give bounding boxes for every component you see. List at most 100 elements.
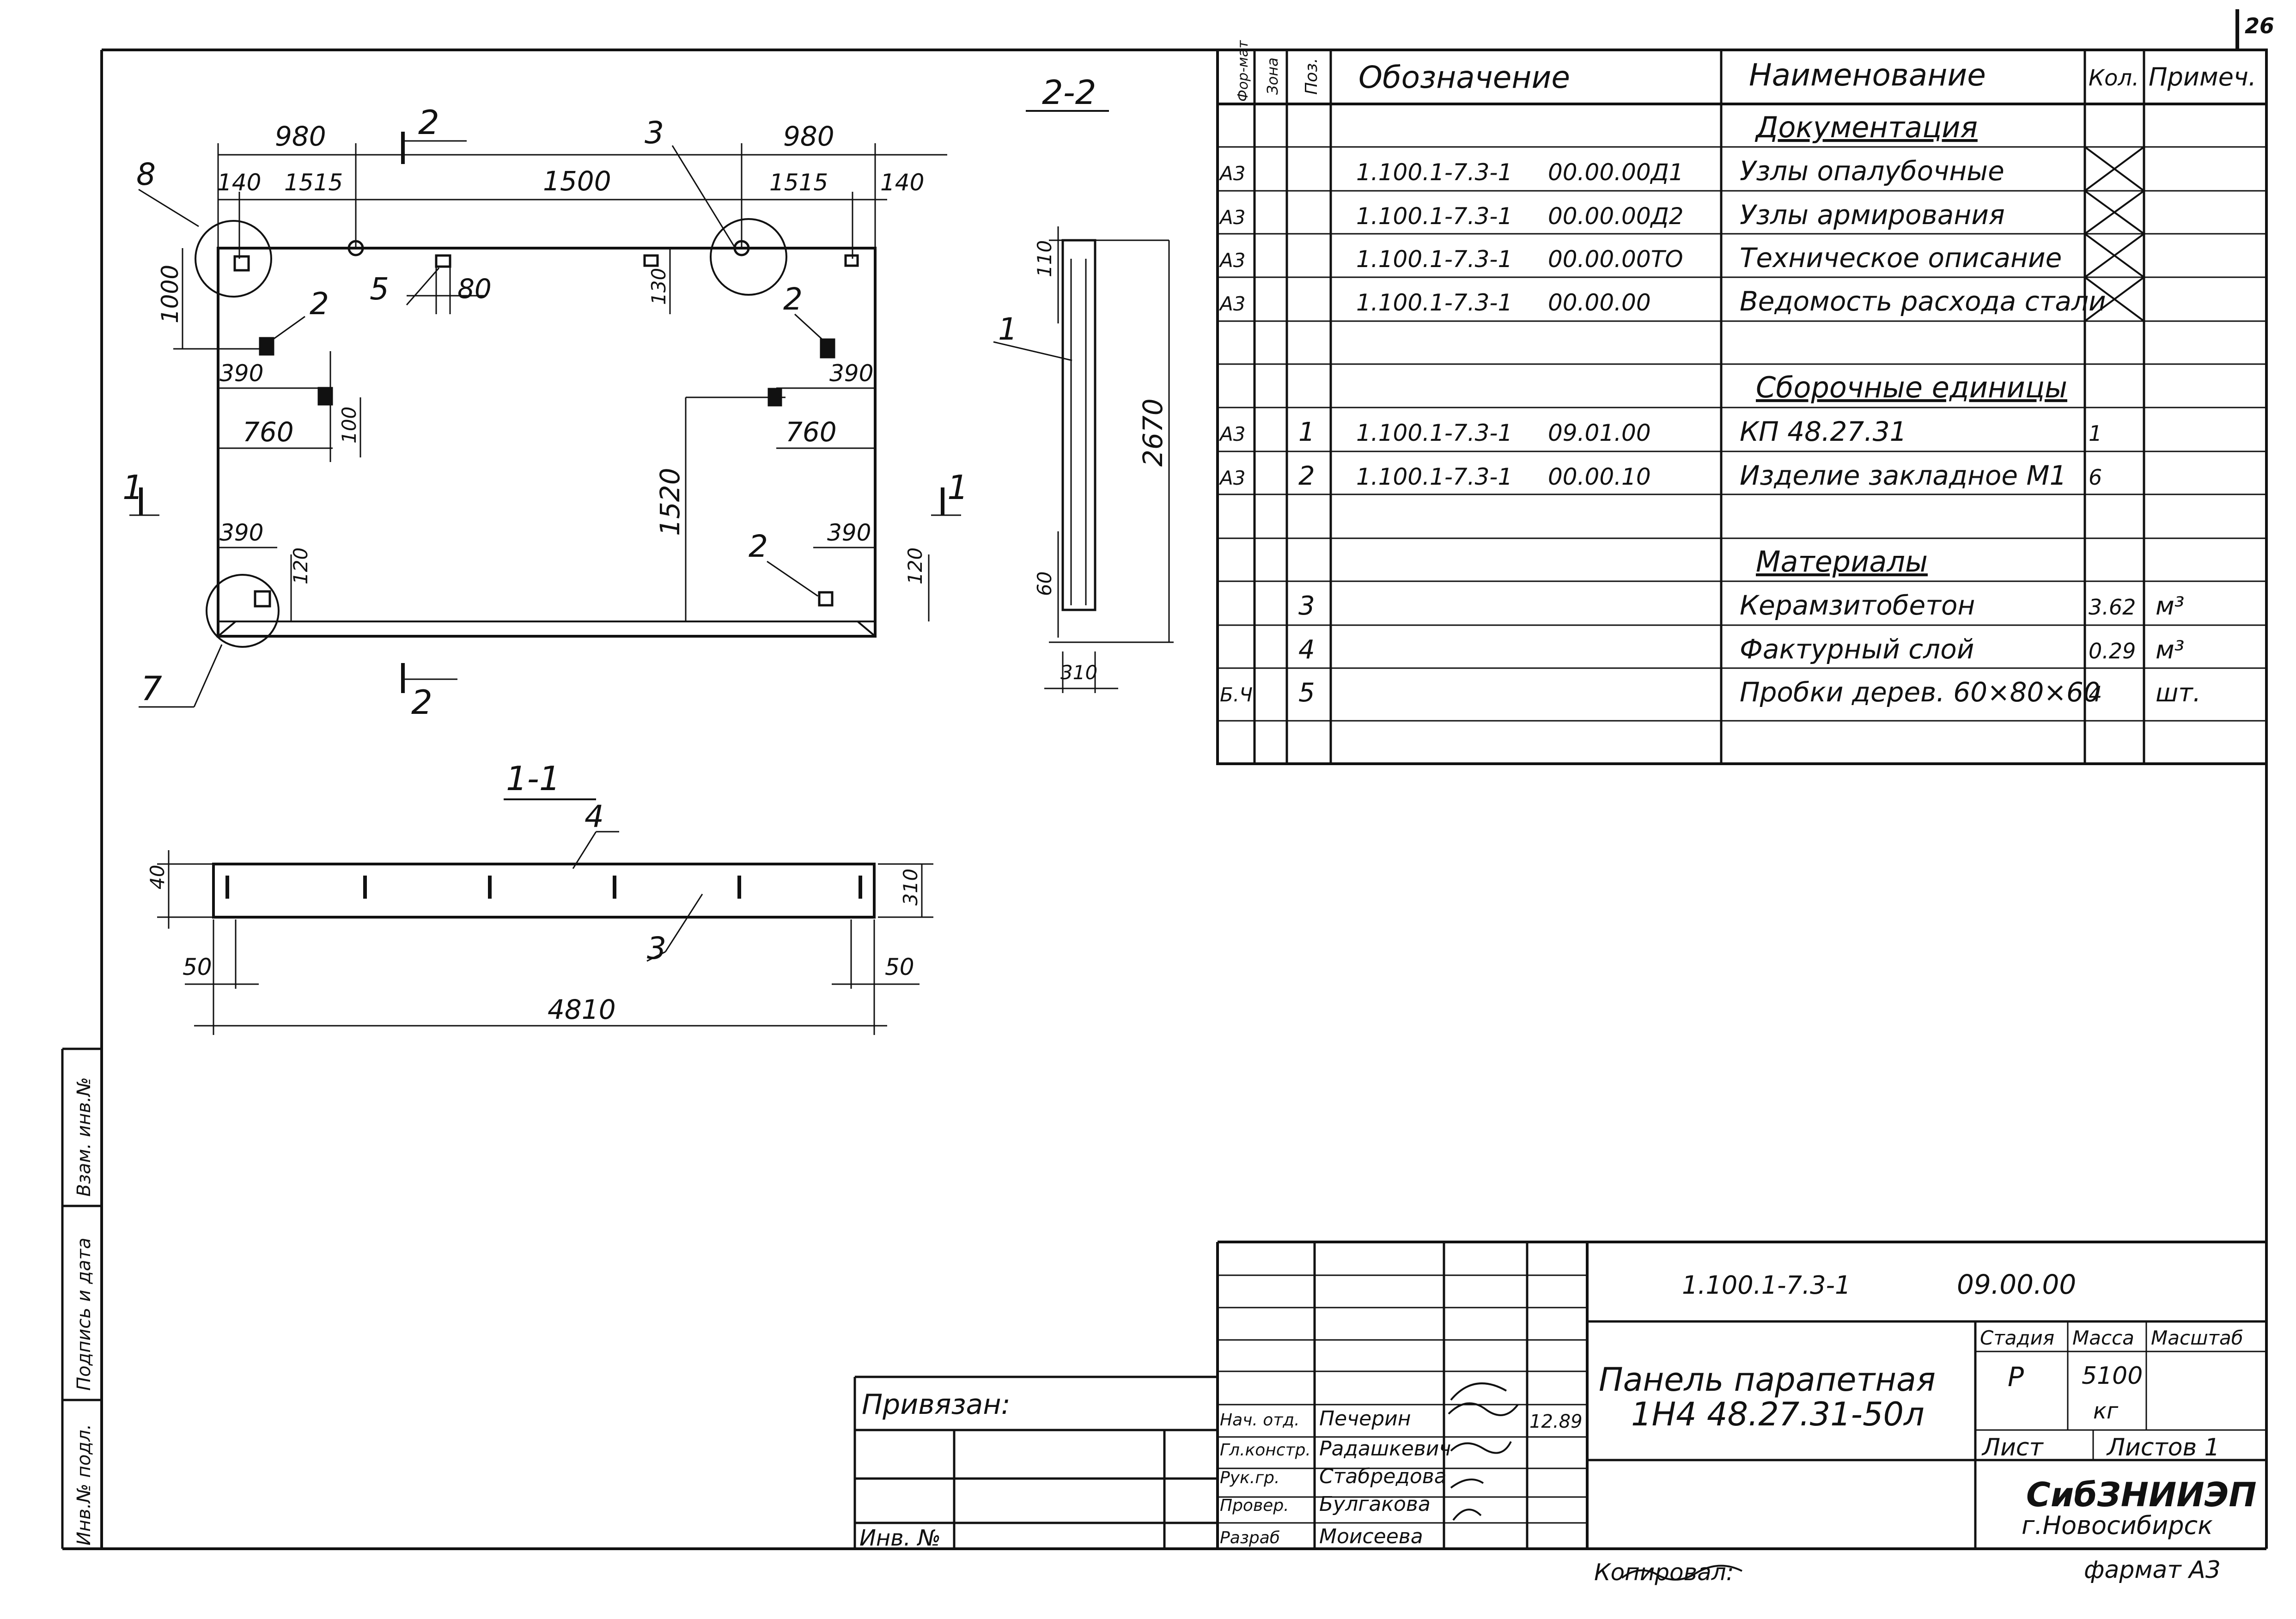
dim-50-right: 50	[885, 954, 914, 980]
callout-2-lower: 2	[749, 529, 768, 564]
org-name: СибЗНИИЭП	[2026, 1475, 2257, 1514]
side-stamp-replaced-inv: Взам. инв.№	[73, 1077, 95, 1197]
spec-section-title: Материалы	[1756, 545, 1928, 578]
signer-name: Радашкевич	[1319, 1437, 1451, 1461]
spec-cell-format: Б.Ч	[1220, 683, 1253, 706]
sheets-label: Листов 1	[2106, 1434, 2220, 1461]
spec-cell-pos: 5	[1298, 678, 1315, 708]
view-1-1-label: 1-1	[506, 759, 560, 798]
sign-date: 12.89	[1529, 1411, 1583, 1432]
mass-label: Масса	[2072, 1327, 2134, 1349]
spec-cell-format: А3	[1218, 423, 1245, 445]
callout-1-side: 1	[998, 311, 1017, 347]
dim-1500: 1500	[543, 165, 611, 197]
cut-mark-1-right: 1	[947, 468, 968, 507]
spec-cell-format: А3	[1218, 467, 1245, 489]
dim-980-left: 980	[275, 121, 326, 152]
spec-cell-code2: 00.00.00Д2	[1548, 203, 1684, 230]
spec-cell-code: 1.100.1-7.3-1	[1356, 463, 1512, 490]
spec-cell-qty: 0.29	[2089, 639, 2136, 663]
spec-cell-code: 1.100.1-7.3-1	[1356, 203, 1512, 230]
doc-code: 1.100.1-7.3-1	[1682, 1271, 1851, 1300]
spec-section-title: Сборочные единицы	[1756, 371, 2067, 404]
spec-cell-note: шт.	[2156, 678, 2201, 707]
dim-760-right: 760	[786, 416, 837, 448]
spec-cell-code2: 00.00.00ТО	[1548, 246, 1683, 273]
signer-role: Гл.констр.	[1220, 1441, 1311, 1460]
inv-no-label: Инв. №	[859, 1525, 941, 1551]
title-line-2: 1Н4 48.27.31-50л	[1631, 1395, 1924, 1433]
signer-role: Разраб	[1220, 1528, 1280, 1547]
dim-390-upper-right: 390	[829, 360, 873, 387]
spec-cell-name: Изделие закладное М1	[1740, 460, 2067, 491]
spec-cell-pos: 1	[1298, 417, 1315, 447]
side-stamp-sign-date: Подпись и дата	[73, 1238, 95, 1391]
spec-cell-code2: 00.00.10	[1548, 463, 1651, 490]
signer-name: Стабредова	[1319, 1465, 1447, 1488]
sheet-number: 26	[2245, 13, 2274, 38]
copied-label: Копировал:	[1594, 1559, 1734, 1586]
dim-310-side: 310	[1060, 661, 1097, 684]
spec-cell-pos: 4	[1298, 635, 1315, 665]
spec-cell-name: Ведомость расхода стали	[1740, 286, 2106, 317]
spec-cell-code: 1.100.1-7.3-1	[1356, 289, 1512, 316]
spec-cell-qty: 1	[2089, 421, 2102, 446]
dim-140-right: 140	[880, 169, 924, 196]
spec-cell-name: Керамзитобетон	[1740, 590, 1975, 621]
dim-2670: 2670	[1137, 398, 1169, 467]
signer-name: Печерин	[1319, 1407, 1411, 1430]
dim-390-lower-right: 390	[827, 519, 871, 546]
callout-8: 8	[136, 157, 156, 192]
dim-1515-right: 1515	[769, 169, 828, 196]
signer-role: Провер.	[1220, 1496, 1289, 1515]
signer-role: Нач. отд.	[1220, 1411, 1300, 1430]
spec-cell-qty: 3.62	[2089, 595, 2136, 620]
scale-label: Масштаб	[2151, 1327, 2243, 1349]
spec-cell-name: Узлы армирования	[1740, 199, 2005, 231]
sheet-label: Лист	[1981, 1434, 2044, 1461]
dim-980-right: 980	[783, 121, 834, 152]
spec-cell-format: А3	[1218, 162, 1245, 185]
spec-cell-qty: 6	[2089, 465, 2102, 490]
dim-310-section: 310	[899, 869, 922, 906]
spec-cell-code: 1.100.1-7.3-1	[1356, 246, 1512, 273]
dim-110: 110	[1033, 240, 1056, 277]
bound-label: Привязан:	[862, 1388, 1011, 1421]
callout-2-upper-left: 2	[310, 286, 329, 322]
spec-cell-name: КП 48.27.31	[1740, 416, 1907, 447]
spec-cell-code2: 09.01.00	[1548, 420, 1651, 446]
dim-130: 130	[647, 268, 670, 305]
dim-1515-left: 1515	[284, 169, 343, 196]
signer-name: Моисеева	[1319, 1525, 1423, 1548]
stage-value: Р	[2008, 1361, 2024, 1393]
spec-cell-pos: 3	[1298, 591, 1315, 621]
spec-cell-note: м³	[2156, 635, 2184, 664]
spec-cell-code: 1.100.1-7.3-1	[1356, 420, 1512, 446]
spec-cell-name: Узлы опалубочные	[1740, 155, 2004, 187]
stage-label: Стадия	[1980, 1327, 2054, 1349]
dim-390-upper-left: 390	[219, 360, 263, 387]
side-stamp-orig-inv: Инв.№ подл.	[73, 1424, 95, 1546]
spec-header-format: Фор-мат	[1235, 40, 1251, 102]
spec-cell-pos: 2	[1298, 461, 1315, 491]
mass-unit: кг	[2093, 1398, 2119, 1424]
spec-cell-format: А3	[1218, 206, 1245, 229]
dim-120-right: 120	[904, 548, 926, 584]
callout-2-upper-right: 2	[783, 281, 803, 317]
dim-100: 100	[338, 407, 360, 444]
spec-cell-code2: 00.00.00	[1548, 289, 1651, 316]
cut-mark-2-top: 2	[418, 103, 439, 142]
sheet-format: фармат А3	[2084, 1556, 2221, 1584]
dim-1000: 1000	[157, 265, 183, 323]
spec-cell-note: м³	[2156, 591, 2184, 621]
callout-7: 7	[141, 669, 162, 708]
spec-header-designation: Обозначение	[1358, 60, 1570, 95]
dim-120-left: 120	[289, 548, 312, 584]
callout-4: 4	[585, 799, 604, 834]
spec-cell-name: Пробки дерев. 60×80×60	[1740, 676, 2101, 708]
signer-name: Булгакова	[1319, 1492, 1431, 1516]
cut-mark-2-bottom: 2	[411, 683, 432, 722]
spec-header-name: Наименование	[1749, 57, 1986, 93]
